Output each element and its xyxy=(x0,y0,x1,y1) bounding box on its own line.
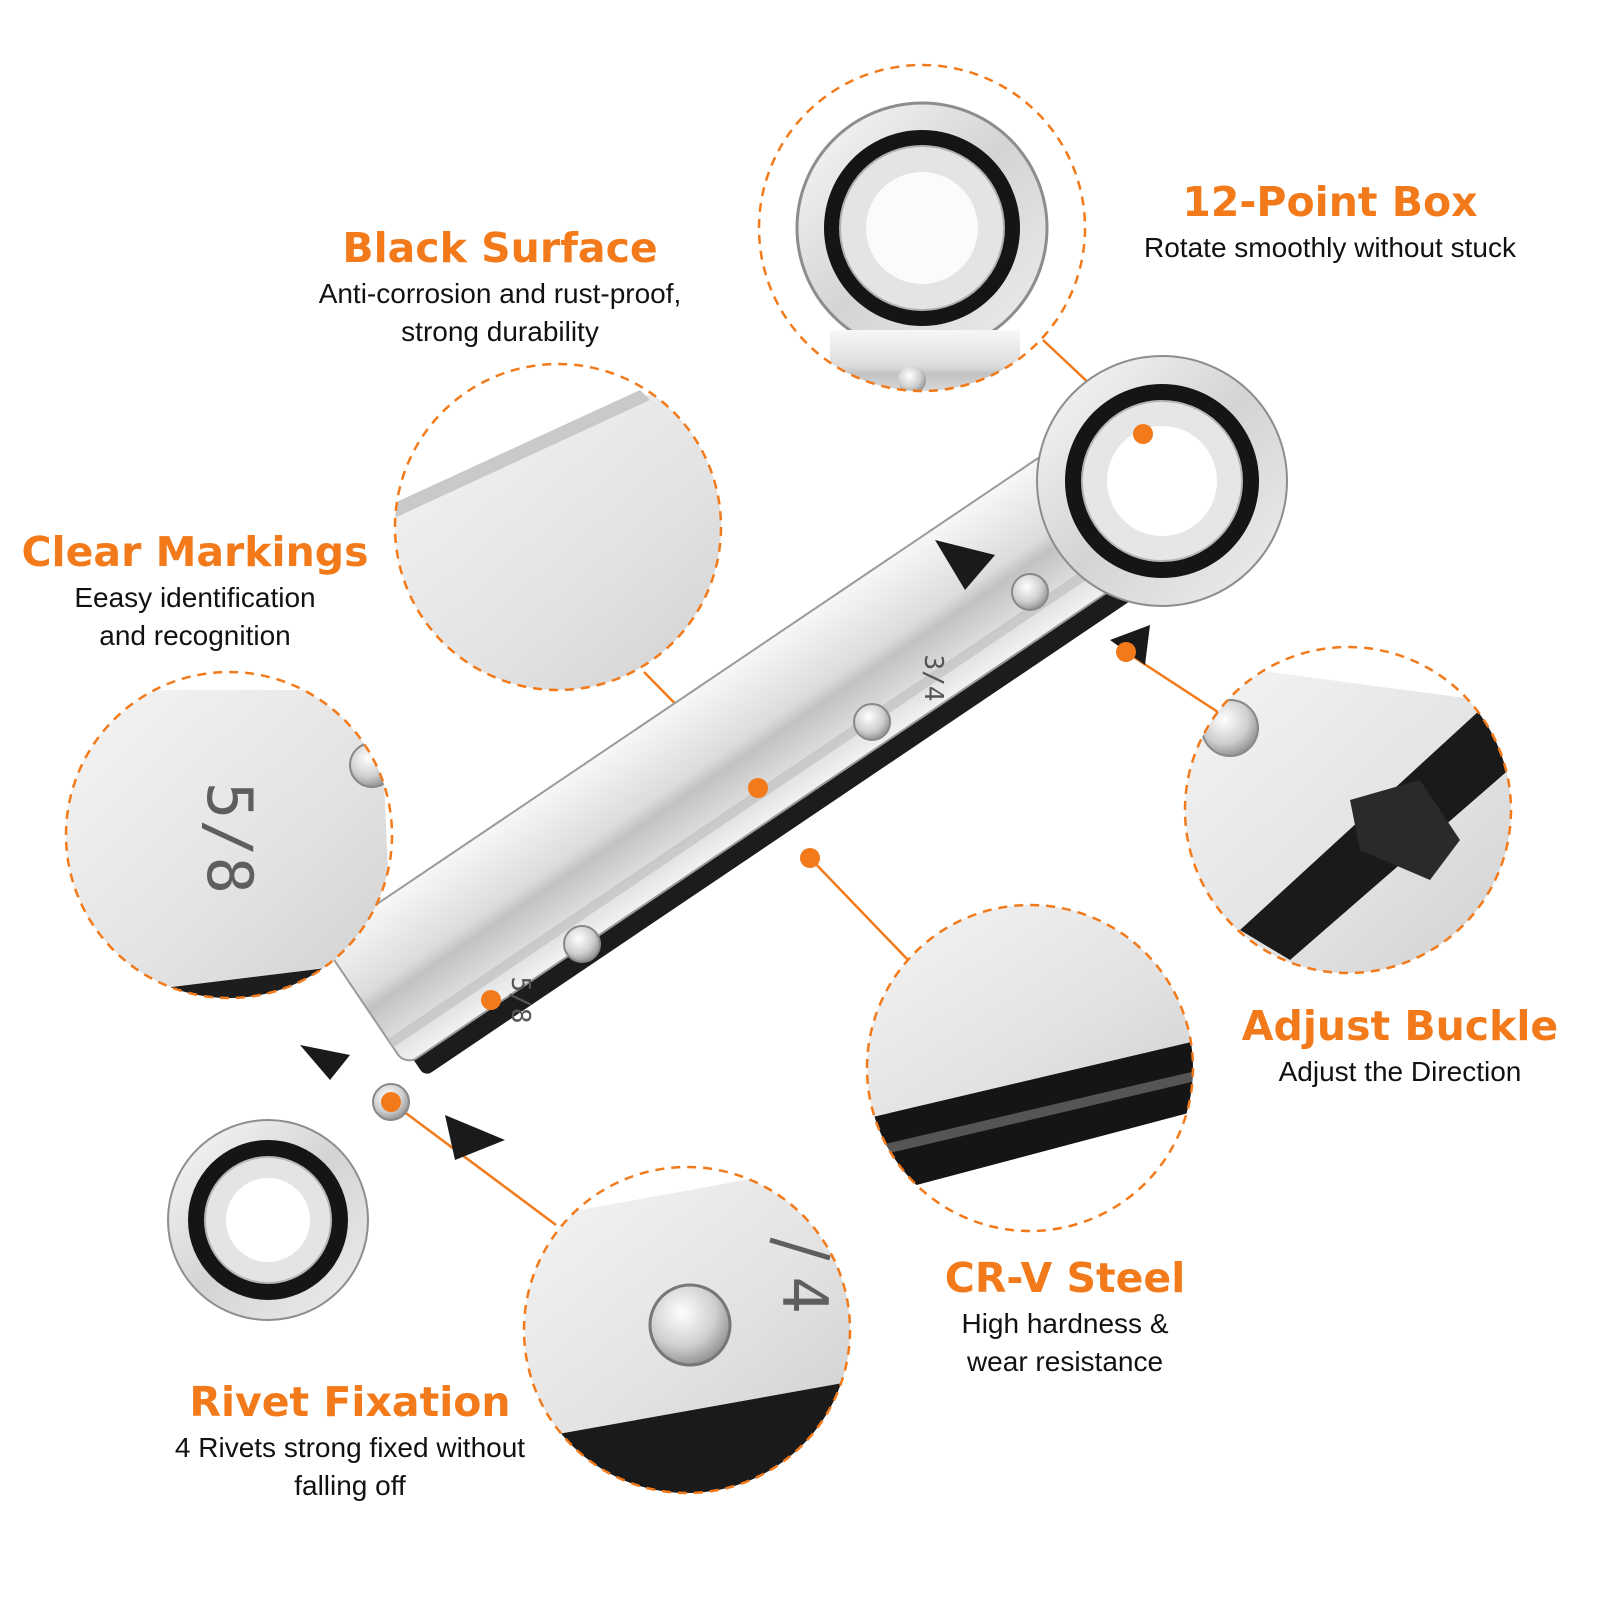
dot-black-surface xyxy=(748,778,768,798)
feature-desc-line: High hardness & xyxy=(961,1308,1169,1340)
callout-black-surface: Black Surface Anti-corrosion and rust-pr… xyxy=(290,224,710,351)
callout-rivet-fixation: Rivet Fixation 4 Rivets strong fixed wit… xyxy=(140,1378,560,1505)
feature-desc-line: and recognition xyxy=(99,620,291,652)
dot-adjust-buckle xyxy=(1116,642,1136,662)
feature-desc-line: Anti-corrosion and rust-proof, xyxy=(318,278,682,310)
feature-desc-line: wear resistance xyxy=(966,1346,1164,1378)
feature-desc-line: strong durability xyxy=(401,316,599,348)
closeup-12-point-box xyxy=(757,63,1087,393)
size-marking-3-4: 3/4 xyxy=(918,655,948,702)
feature-title: Adjust Buckle xyxy=(1241,1002,1559,1050)
dot-12-point-box xyxy=(1133,424,1153,444)
feature-description: Anti-corrosion and rust-proof, strong du… xyxy=(290,275,710,351)
dot-clear-markings xyxy=(481,990,501,1010)
callout-12-point-box: 12-Point Box Rotate smoothly without stu… xyxy=(1100,178,1560,267)
rivet-3 xyxy=(563,925,601,963)
dot-rivet-fixation xyxy=(381,1092,401,1112)
feature-desc-line: Adjust the Direction xyxy=(1278,1056,1522,1088)
feature-description: 4 Rivets strong fixed without falling of… xyxy=(140,1429,560,1505)
closeup-crv-steel xyxy=(865,903,1195,1233)
feature-title: CR-V Steel xyxy=(944,1254,1186,1302)
feature-description: High hardness & wear resistance xyxy=(900,1305,1230,1381)
size-marking-5-8: 5/8 xyxy=(505,977,535,1024)
feature-title: Clear Markings xyxy=(21,528,369,576)
feature-desc-line: Rotate smoothly without stuck xyxy=(1144,232,1516,264)
rivet-2 xyxy=(853,703,891,741)
closeup-rivet-marking: 4 xyxy=(768,1276,841,1313)
dot-crv-steel xyxy=(800,848,820,868)
rivet-1 xyxy=(1011,573,1049,611)
feature-title: Black Surface xyxy=(342,224,658,272)
callout-dots xyxy=(381,424,1153,1112)
closeup-marking-5-8: 5/8 xyxy=(64,670,394,1000)
closeup-black-surface xyxy=(393,362,723,692)
closeup-rivet: 4 xyxy=(522,1165,852,1495)
callout-adjust-buckle: Adjust Buckle Adjust the Direction xyxy=(1225,1002,1575,1091)
callout-crv-steel: CR-V Steel High hardness & wear resistan… xyxy=(900,1254,1230,1381)
feature-description: Rotate smoothly without stuck xyxy=(1100,229,1560,267)
feature-title: Rivet Fixation xyxy=(189,1378,511,1426)
feature-description: Eeasy identification and recognition xyxy=(10,579,380,655)
closeup-adjust-buckle xyxy=(1183,645,1513,975)
feature-title: 12-Point Box xyxy=(1182,178,1478,226)
feature-description: Adjust the Direction xyxy=(1225,1053,1575,1091)
feature-desc-line: 4 Rivets strong fixed without xyxy=(174,1432,526,1464)
feature-desc-line: Eeasy identification xyxy=(74,582,316,614)
feature-desc-line: falling off xyxy=(294,1470,406,1502)
closeup-marking-text: 5/8 xyxy=(193,782,266,894)
callout-clear-markings: Clear Markings Eeasy identification and … xyxy=(10,528,380,655)
